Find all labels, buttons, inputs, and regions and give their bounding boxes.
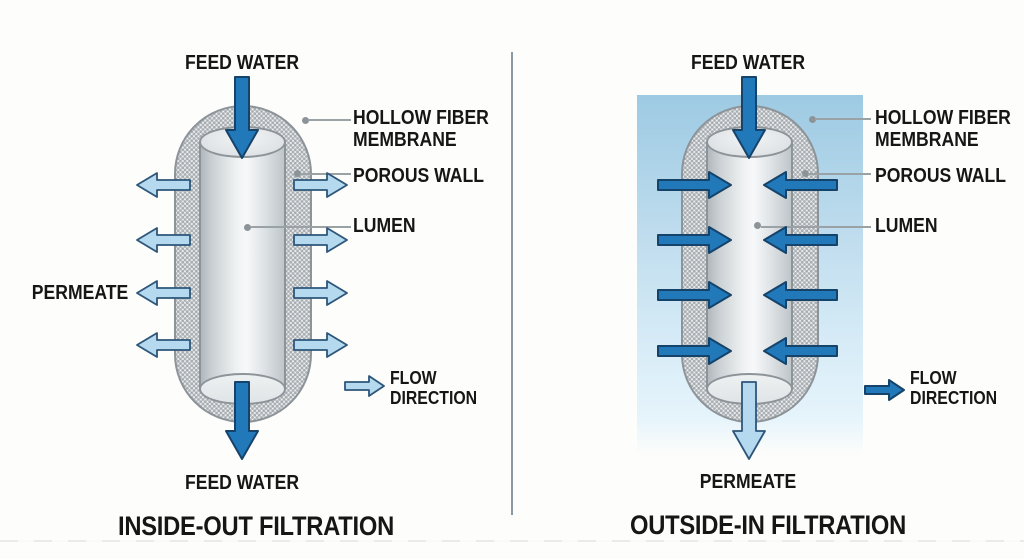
feed-in-arrow-icon (657, 337, 732, 365)
permeate-label: PERMEATE (31, 282, 129, 304)
permeate-label: PERMEATE (699, 471, 797, 493)
feed-water-bottom-label: FEED WATER (184, 472, 300, 494)
feed-in-arrow-icon (657, 281, 732, 309)
porous-wall-callout-dot (294, 170, 301, 177)
flow-direction-label: FLOW DIRECTION (910, 368, 998, 408)
permeate-out-arrow-icon (136, 172, 191, 198)
porous-wall-label: POROUS WALL (353, 165, 485, 187)
hollow-fiber-membrane-label-line2: MEMBRANE (353, 129, 457, 151)
feed-water-top-label: FEED WATER (690, 52, 806, 74)
lumen-callout-line (761, 226, 871, 228)
hollow-fiber-membrane-label: HOLLOW FIBER MEMBRANE (353, 107, 489, 151)
membrane-callout-line (308, 119, 351, 121)
flow-direction-label-line1: FLOW (910, 368, 957, 388)
feed-water-top-arrow-icon (732, 76, 766, 159)
permeate-out-arrow-icon (293, 227, 348, 253)
porous-wall-callout-line (300, 173, 351, 175)
permeate-down-arrow-icon (732, 381, 766, 460)
feed-water-top-label: FEED WATER (184, 52, 300, 74)
porous-wall-label: POROUS WALL (875, 165, 1007, 187)
permeate-out-arrow-icon (136, 227, 191, 253)
feed-water-bottom-arrow-icon (225, 381, 259, 460)
hollow-fiber-membrane-label-line2: MEMBRANE (875, 129, 979, 151)
permeate-out-arrow-icon (293, 280, 348, 306)
lumen-label: LUMEN (353, 215, 416, 237)
panel-divider (511, 52, 513, 515)
hollow-fiber-membrane-label-line1: HOLLOW FIBER (875, 107, 1011, 129)
flow-direction-label-line2: DIRECTION (390, 387, 478, 408)
membrane-callout-dot (809, 116, 816, 123)
bottom-edge-artifact (0, 540, 1024, 542)
lumen-label: LUMEN (875, 215, 938, 237)
lumen-callout-dot (754, 222, 761, 229)
flow-direction-label-line2: DIRECTION (910, 387, 998, 408)
panel-title-inside-out: INSIDE-OUT FILTRATION (117, 511, 395, 541)
feed-in-arrow-icon (763, 171, 838, 199)
feed-in-arrow-icon (763, 337, 838, 365)
feed-water-top-arrow-icon (225, 76, 259, 159)
permeate-out-arrow-icon (136, 280, 191, 306)
feed-in-arrow-icon (657, 171, 732, 199)
hollow-fiber-membrane-label-line1: HOLLOW FIBER (353, 107, 489, 129)
panel-title-outside-in: OUTSIDE-IN FILTRATION (629, 510, 907, 540)
flow-direction-label-line1: FLOW (390, 368, 437, 388)
feed-in-arrow-icon (763, 226, 838, 254)
feed-in-arrow-icon (657, 226, 732, 254)
lumen-callout-dot (244, 224, 251, 231)
lumen-callout-line (251, 226, 351, 228)
flow-direction-label: FLOW DIRECTION (390, 368, 478, 408)
permeate-out-arrow-icon (136, 332, 191, 358)
porous-wall-callout-dot (802, 170, 809, 177)
membrane-callout-dot (302, 117, 309, 124)
flow-direction-arrow-icon (344, 375, 385, 397)
permeate-out-arrow-icon (293, 172, 348, 198)
membrane-callout-line (815, 118, 871, 120)
feed-in-arrow-icon (763, 281, 838, 309)
porous-wall-callout-line (808, 173, 871, 175)
lumen-cylinder (199, 142, 286, 389)
hollow-fiber-membrane-label: HOLLOW FIBER MEMBRANE (875, 107, 1011, 151)
flow-direction-arrow-icon (864, 379, 905, 401)
permeate-out-arrow-icon (293, 332, 348, 358)
